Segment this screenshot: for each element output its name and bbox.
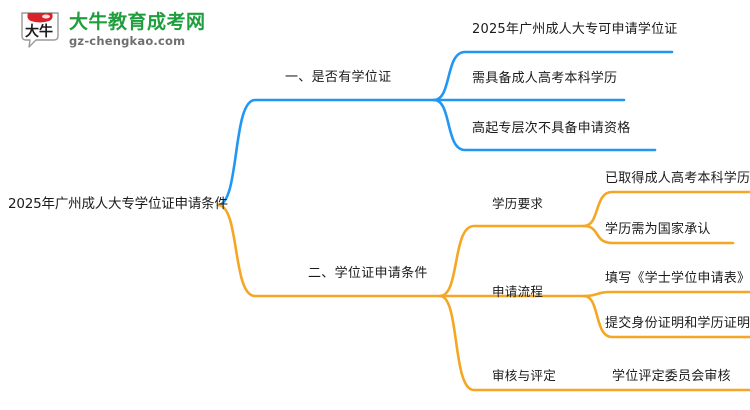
mindmap-leaf-node-2-1-1[interactable]: 已取得成人高考本科学历: [605, 171, 750, 186]
mindmap-branch-node-1[interactable]: 一、是否有学位证: [285, 70, 392, 85]
logo-name-cn: 大牛教育成考网: [69, 10, 206, 33]
logo-name-en: gz-chengkao.com: [69, 33, 186, 48]
mindmap-sub-node-2-1[interactable]: 学历要求: [492, 196, 544, 211]
mindmap-branch-node-2[interactable]: 二、学位证申请条件: [308, 266, 428, 281]
mindmap-sub-node-2-2[interactable]: 申请流程: [492, 284, 544, 299]
mindmap-leaf-node-2-1-2[interactable]: 学历需为国家承认: [605, 222, 711, 237]
mindmap-leaf-node-2-2-1[interactable]: 填写《学士学位申请表》: [605, 271, 750, 286]
logo-mark-icon: 大牛: [18, 10, 62, 50]
connector-root-to-branch-1: [216, 98, 436, 207]
svg-text:大牛: 大牛: [25, 23, 53, 40]
connector-sub-2-to-leaf-1: [582, 290, 750, 298]
mindmap-root-node[interactable]: 2025年广州成人大专学位证申请条件: [8, 196, 228, 212]
connector-sub-1-to-leaf-1: [582, 190, 750, 228]
site-logo: 大牛 大牛教育成考网 gz-chengkao.com: [18, 10, 206, 50]
logo-wordmark: 大牛教育成考网 gz-chengkao.com: [69, 10, 206, 48]
mindmap-sub-node-2-3[interactable]: 审核与评定: [492, 368, 557, 383]
mindmap-leaf-node-1-3[interactable]: 高起专层次不具备申请资格: [472, 121, 631, 136]
mindmap-leaf-node-2-2-2[interactable]: 提交身份证明和学历证明: [605, 316, 750, 331]
mindmap-leaf-node-2-3-1[interactable]: 学位评定委员会审核: [612, 369, 731, 384]
mindmap-leaf-node-1-2[interactable]: 需具备成人高考本科学历: [472, 71, 618, 86]
mindmap-leaf-node-1-1[interactable]: 2025年广州成人大专可申请学位证: [472, 22, 678, 37]
connector-root-to-branch-2: [216, 203, 442, 298]
